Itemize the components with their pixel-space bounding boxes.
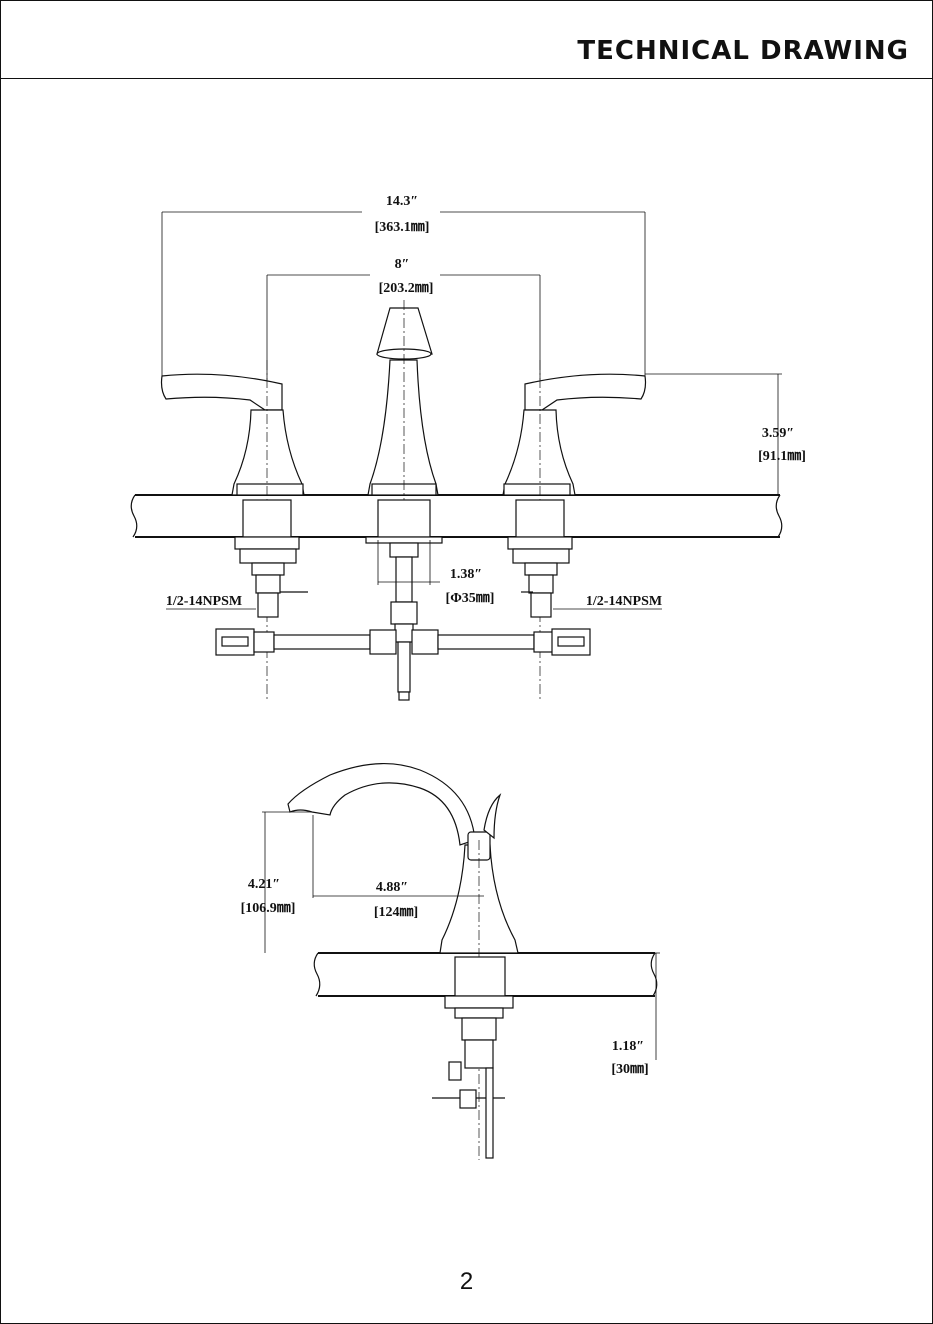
overall-width-inches: 14.3″	[386, 194, 418, 209]
page-number: 2	[0, 1268, 933, 1296]
left-valve-body	[235, 500, 308, 617]
thread-right-label: 1/2-14NPSM	[586, 594, 662, 609]
right-valve-body	[508, 500, 572, 617]
countertop-front	[131, 495, 782, 537]
front-view: 14.3″ [363.1㎜] 8″ [203.2㎜] 3.59″ [91.1㎜]…	[131, 194, 806, 700]
side-view: 4.21″ [106.9㎜] 4.88″ [124㎜] 1.18″ [30㎜]	[241, 764, 660, 1160]
thread-left-label: 1/2-14NPSM	[166, 594, 242, 609]
spout-reach-mm: [124㎜]	[374, 905, 418, 920]
handle-height-mm: [91.1㎜]	[758, 449, 806, 464]
side-valve-body	[432, 957, 513, 1158]
handle-height-inches: 3.59″	[762, 426, 794, 441]
spout-height-mm: [106.9㎜]	[241, 901, 296, 916]
deck-thickness-mm: [30㎜]	[611, 1062, 648, 1077]
spout-reach-inches: 4.88″	[376, 880, 408, 895]
center-spread-mm: [203.2㎜]	[379, 281, 434, 296]
hole-diameter-mm: [Φ35㎜]	[446, 591, 495, 606]
overall-width-mm: [363.1㎜]	[375, 220, 430, 235]
spout-height-inches: 4.21″	[248, 877, 280, 892]
spout-height-dimension: 4.21″ [106.9㎜]	[241, 812, 312, 953]
center-spread-inches: 8″	[395, 257, 410, 272]
handle-height-dimension: 3.59″ [91.1㎜]	[645, 374, 806, 495]
spout-shank	[366, 500, 442, 700]
deck-thickness-inches: 1.18″	[612, 1039, 644, 1054]
hole-diameter-inches: 1.38″	[450, 567, 482, 582]
